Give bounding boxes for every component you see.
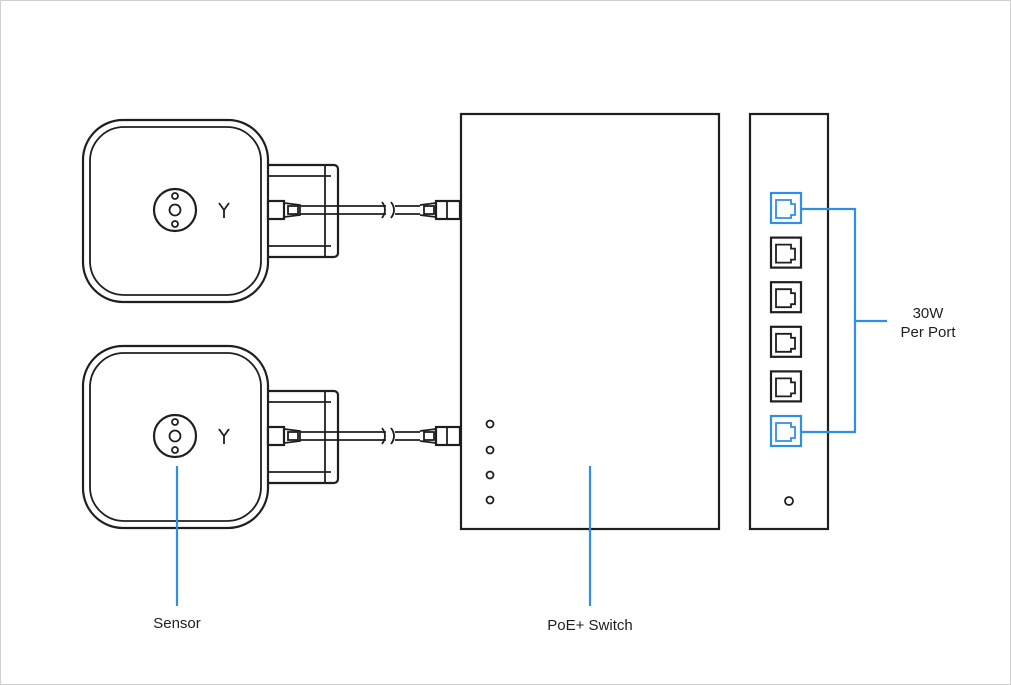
- power-bracket: [800, 207, 887, 434]
- rear-port-6: [769, 414, 803, 448]
- rear-port-4: [769, 325, 803, 358]
- switch-label: PoE+ Switch: [547, 617, 633, 634]
- rear-port-5: [769, 370, 803, 403]
- rear-port-2: [769, 236, 803, 269]
- power-indicator: [784, 496, 794, 506]
- switch-status-leds: [485, 419, 495, 505]
- rear-port-1: [769, 191, 803, 225]
- power-label-line2: Per Port: [900, 324, 956, 341]
- sensor-label: Sensor: [153, 615, 201, 632]
- poe-switch-rear: [748, 112, 830, 531]
- poe-switch-front: [459, 112, 721, 531]
- power-label: 30W Per Port: [888, 304, 968, 342]
- power-label-line1: 30W: [912, 305, 944, 322]
- rear-port-3: [769, 281, 803, 314]
